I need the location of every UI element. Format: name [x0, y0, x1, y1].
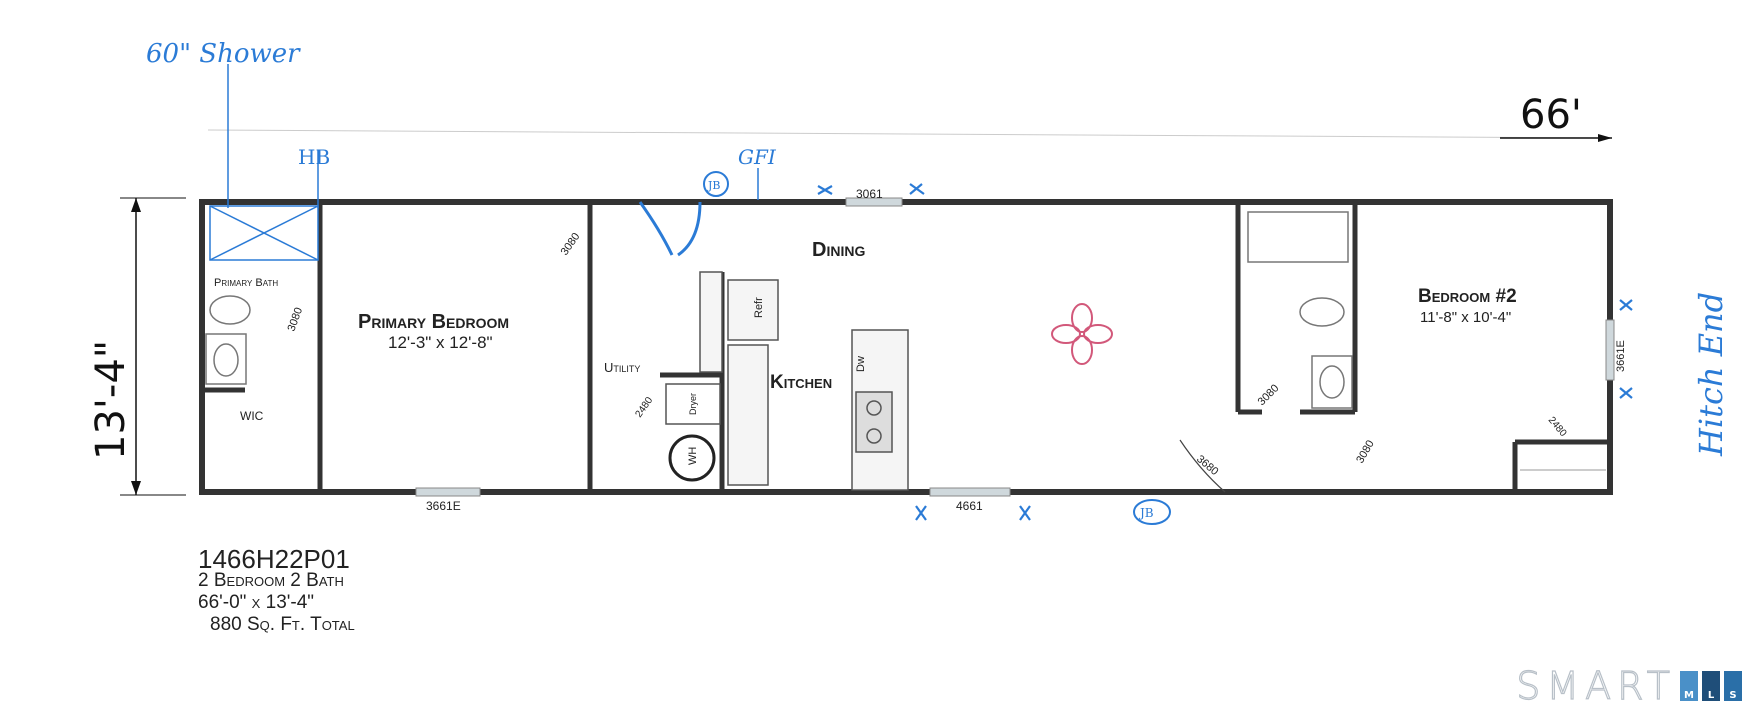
bath2-fixtures: [1247, 211, 1353, 409]
primary-bedroom-size: 12'-3" x 12'-8": [388, 333, 493, 352]
shower-markup: [209, 64, 319, 261]
square-footage: 880 Sq. Ft. Total: [210, 614, 355, 635]
jb-bottom-note: JB: [1138, 506, 1154, 520]
wic-label: WIC: [240, 409, 264, 423]
bed-bath: 2 Bedroom 2 Bath: [198, 570, 344, 591]
shower-note: 60" Shower: [146, 39, 301, 69]
water-heater: [668, 434, 716, 482]
watermark-box-s: S: [1724, 671, 1742, 701]
door-hall-label: 3080: [1256, 382, 1282, 408]
kitchen-label: Kitchen: [770, 372, 832, 393]
window-bottom-kitchen-label: 4661: [956, 499, 983, 513]
jb-bottom-marker: [1133, 499, 1171, 525]
door-bedroom-label: 3080: [559, 231, 583, 258]
watermark-box-m: M: [1680, 671, 1698, 701]
hb-note: HB: [298, 145, 330, 169]
utility-label: Utility: [604, 360, 640, 375]
door-closet-label: 2480: [1546, 415, 1569, 439]
primary-bath-fixtures: [205, 295, 251, 385]
dryer-label: Dryer: [688, 393, 698, 415]
dw-label: Dw: [855, 356, 867, 372]
utility-fixtures: WH Dryer: [665, 383, 721, 482]
window-right-label: 3661E: [1615, 340, 1627, 372]
entry-door-swing: [638, 201, 702, 257]
bedroom2-label: Bedroom #2: [1418, 286, 1517, 307]
window-top-label: 3061: [856, 187, 883, 201]
window-bottom-bedroom-label: 3661E: [426, 499, 461, 513]
dining-label: Dining: [812, 239, 865, 261]
ceiling-fan-icon: [1051, 303, 1113, 365]
watermark-box-l: L: [1702, 671, 1720, 701]
door-bath-label: 3080: [286, 306, 306, 333]
door-arc-rear: [1179, 439, 1226, 493]
length-label: 66': [1520, 92, 1582, 138]
width-dimension: 13'-4": [88, 197, 186, 496]
wh-label: WH: [687, 447, 699, 465]
primary-bath-label: Primary Bath: [214, 277, 278, 289]
smart-mls-watermark: SMART M L S: [1516, 663, 1742, 709]
plan-info: 1466H22P01 2 Bedroom 2 Bath 66'-0" x 13'…: [198, 544, 355, 636]
gfi-note: GFI: [738, 145, 777, 169]
refr-label: Refr: [753, 297, 765, 318]
overall-size: 66'-0" x 13'-4": [198, 592, 315, 613]
jb-top-marker: [703, 171, 729, 197]
window-markers: [817, 183, 1633, 521]
interior-walls: [202, 202, 1610, 492]
bedroom2-size: 11'-8" x 10'-4": [1420, 309, 1511, 326]
primary-bedroom-label: Primary Bedroom: [358, 311, 509, 333]
hitch-end-note: Hitch End: [1692, 292, 1730, 457]
width-label: 13'-4": [88, 340, 134, 460]
door-utility-label: 2480: [633, 395, 655, 420]
jb-top-note: JB: [707, 179, 721, 192]
windows: [415, 197, 1615, 497]
door-bed2-label: 3080: [1354, 438, 1377, 465]
watermark-word: SMART: [1516, 663, 1676, 708]
kitchen-cabinets: [699, 271, 909, 491]
model-number: 1466H22P01: [198, 544, 350, 574]
length-dimension: 66': [207, 92, 1613, 142]
